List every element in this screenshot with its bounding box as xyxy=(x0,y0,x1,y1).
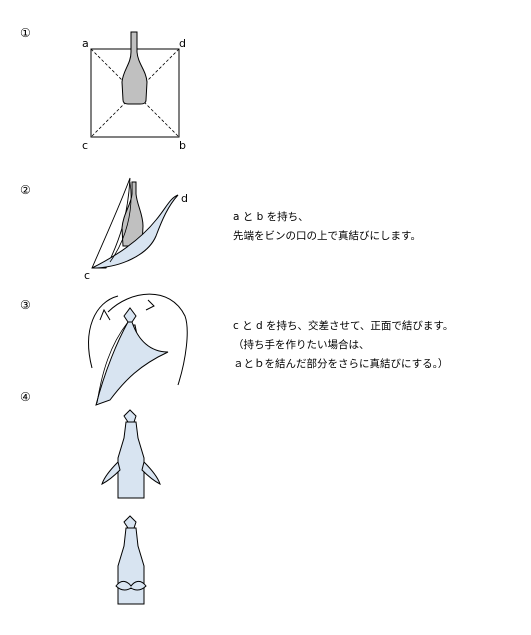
corner-c-label: c xyxy=(82,139,89,152)
step-2-text-line: 先端をビンの口の上で真結びにします。 xyxy=(233,230,421,242)
step-2-text: a と b を持ち、 先端をビンの口の上で真結びにします。 xyxy=(233,208,421,246)
wrapped-bottle-top xyxy=(101,409,161,499)
left-arrow xyxy=(88,295,119,369)
step-4-number: ④ xyxy=(20,390,31,404)
step-2-corner-d-label: d xyxy=(181,192,188,205)
step-2-number: ② xyxy=(20,183,31,197)
corner-d-label: d xyxy=(179,37,186,50)
corner-a-label: a xyxy=(82,37,89,50)
step-3-text: c と d を持ち、交差させて、正面で結びます。 （持ち手を作りたい場合は、 ａ… xyxy=(233,317,453,374)
wrapped-bottle-bottom xyxy=(115,515,147,605)
step-3-text-line: c と d を持ち、交差させて、正面で結びます。 xyxy=(233,320,454,332)
step-2-corner-c-label: c xyxy=(84,269,91,282)
right-arrow xyxy=(107,293,188,386)
corner-b-label: b xyxy=(179,139,186,152)
step-3-number: ③ xyxy=(20,298,31,312)
step-1-number: ① xyxy=(20,26,31,40)
step-3-text-line: （持ち手を作りたい場合は、 xyxy=(233,339,370,351)
bottle-shape xyxy=(121,31,148,105)
knot-shape xyxy=(123,307,137,323)
step-3-text-line: ａとｂを結んだ部分をさらに真結びにする。） xyxy=(233,358,449,370)
step-2-text-line: a と b を持ち、 xyxy=(233,211,309,223)
